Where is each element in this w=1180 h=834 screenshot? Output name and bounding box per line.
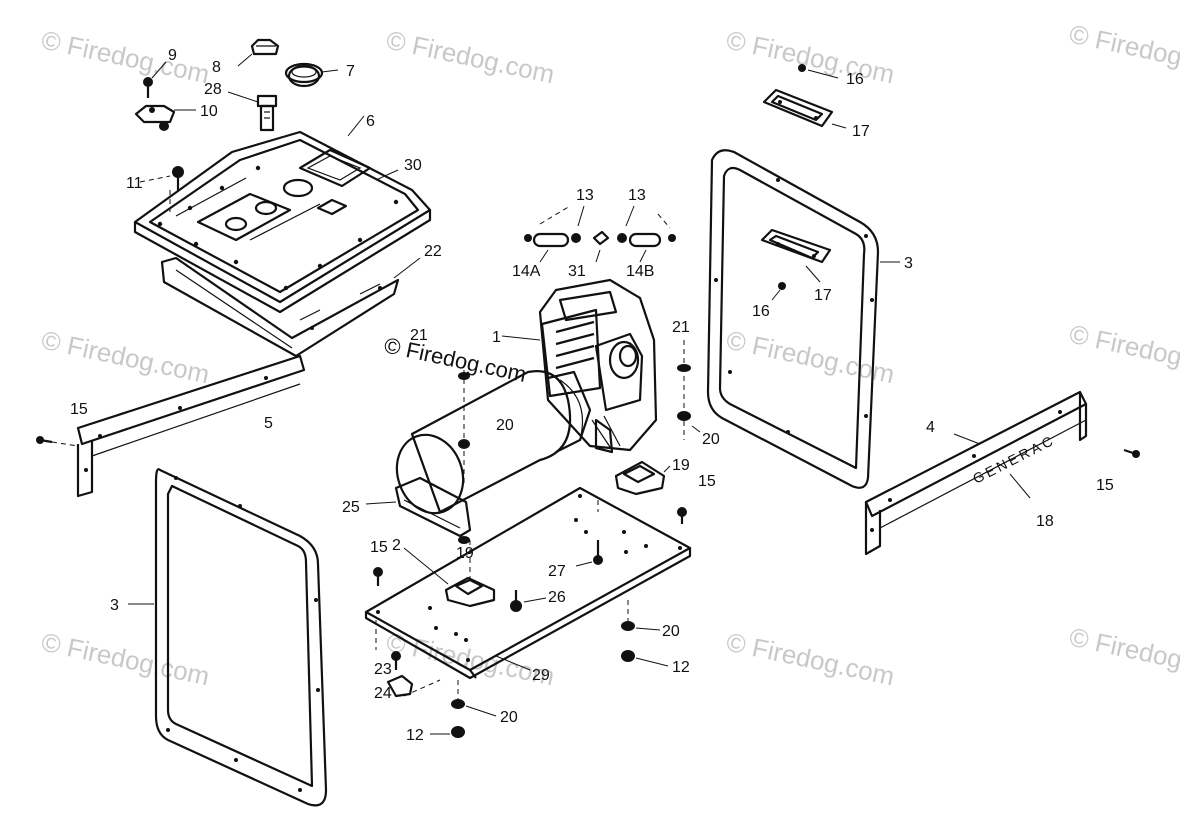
callout-18: 18 [1036, 513, 1054, 530]
fuel-cap-part-8 [250, 38, 280, 56]
callout-11: 11 [126, 175, 143, 192]
callout-13-a: 13 [576, 187, 594, 204]
cooling-fins [555, 320, 595, 370]
callout-27: 27 [548, 563, 566, 580]
bolt-part-15-right [1123, 448, 1140, 458]
watermark-text: © Firedog [1067, 319, 1180, 372]
callout-25: 25 [342, 499, 360, 516]
callout-30: 30 [404, 157, 422, 174]
callout-28: 28 [204, 81, 222, 98]
watermark-text: © Firedog.com [39, 25, 212, 90]
clip-part-10 [134, 104, 176, 131]
lower-hardware [375, 620, 669, 738]
callout-3-right: 3 [904, 255, 913, 272]
callout-5: 5 [264, 415, 273, 432]
frame-part-3-left [128, 468, 328, 807]
screw-part-23 [391, 651, 401, 670]
callout-19-rear: 19 [672, 457, 690, 474]
control-panel-assembly [133, 115, 432, 358]
callout-12-right: 12 [672, 659, 690, 676]
bolt-part-27 [593, 540, 603, 565]
callout-19-front: 19 [456, 545, 474, 562]
callout-2: 2 [392, 537, 401, 554]
callout-8: 8 [212, 59, 221, 76]
mount-part-19-rear [614, 460, 666, 496]
callout-14a: 14A [512, 263, 541, 280]
callout-7: 7 [346, 63, 355, 80]
clip-part-24 [386, 674, 414, 698]
callout-10: 10 [200, 103, 218, 120]
mount-part-19-front [444, 576, 496, 608]
callout-20-washer: 20 [702, 431, 720, 448]
handle-part-17-inner [760, 228, 832, 264]
screw-part-15-plate [373, 567, 383, 586]
callout-4: 4 [926, 419, 935, 436]
watermark-text: © Firedog [1067, 622, 1180, 675]
callout-17-inner: 17 [814, 287, 832, 304]
callout-1: 1 [492, 329, 501, 346]
callout-3-left: 3 [110, 597, 119, 614]
screw-part-16-inner [778, 282, 786, 290]
watermark-text: © Firedog.com [39, 325, 212, 390]
washers-upper [458, 340, 701, 486]
bolt-part-26 [510, 590, 522, 612]
callout-15-left: 15 [70, 401, 88, 418]
callout-14b: 14B [626, 263, 654, 280]
callout-labels: 9 8 28 7 10 6 30 11 22 21 15 5 13 13 14A… [70, 47, 1114, 744]
screw-part-15-engine [677, 507, 687, 524]
watermark-text: © Firedog.com [39, 627, 212, 692]
callout-6: 6 [366, 113, 375, 130]
callout-20-generator: 20 [496, 417, 514, 434]
callout-20-bottom: 20 [500, 709, 518, 726]
callout-26: 26 [548, 589, 566, 606]
panel-screw-holes [157, 165, 399, 291]
filler-neck-part-28 [256, 94, 278, 132]
cover-part-7 [284, 62, 324, 88]
watermark-text: © Firedog.com [382, 332, 529, 387]
callout-31: 31 [568, 263, 586, 280]
side-rail-part-5 [36, 354, 306, 498]
callout-16-inner: 16 [752, 303, 770, 320]
callout-16-top: 16 [846, 71, 864, 88]
callout-17-top: 17 [852, 123, 870, 140]
callout-20-lower: 20 [662, 623, 680, 640]
screw-part-11 [172, 166, 184, 190]
callout-15-engine: 15 [698, 473, 716, 490]
callout-29: 29 [532, 667, 550, 684]
watermark-text: © Firedog.com [724, 325, 897, 390]
frame-part-3-right [706, 149, 900, 489]
bolt-part-15 [36, 436, 53, 444]
callout-9: 9 [168, 47, 177, 64]
small-hardware-top [134, 38, 339, 190]
callout-15-plate: 15 [370, 539, 388, 556]
callout-15-right: 15 [1096, 477, 1114, 494]
watermark-text: © Firedog.com [724, 627, 897, 692]
screw-part-16 [798, 64, 839, 79]
side-rail-part-4: GENERAC [864, 390, 1140, 556]
callout-24: 24 [374, 685, 392, 702]
base-plate-part-2 [364, 460, 692, 680]
callout-13-b: 13 [628, 187, 646, 204]
watermark-text: © Firedog.com [384, 25, 557, 90]
watermark-text: © Firedog [1067, 19, 1180, 72]
callout-12-bottom: 12 [406, 727, 424, 744]
callout-21-left: 21 [410, 327, 428, 344]
fuel-line-parts [524, 205, 676, 263]
callout-23: 23 [374, 661, 392, 678]
callout-21-right: 21 [672, 319, 690, 336]
engine-generator-part-1 [365, 278, 658, 544]
handle-part-17 [762, 88, 847, 129]
watermark-text: © Firedog.com [724, 25, 897, 90]
callout-22: 22 [424, 243, 442, 260]
screw-part-9 [143, 77, 153, 98]
